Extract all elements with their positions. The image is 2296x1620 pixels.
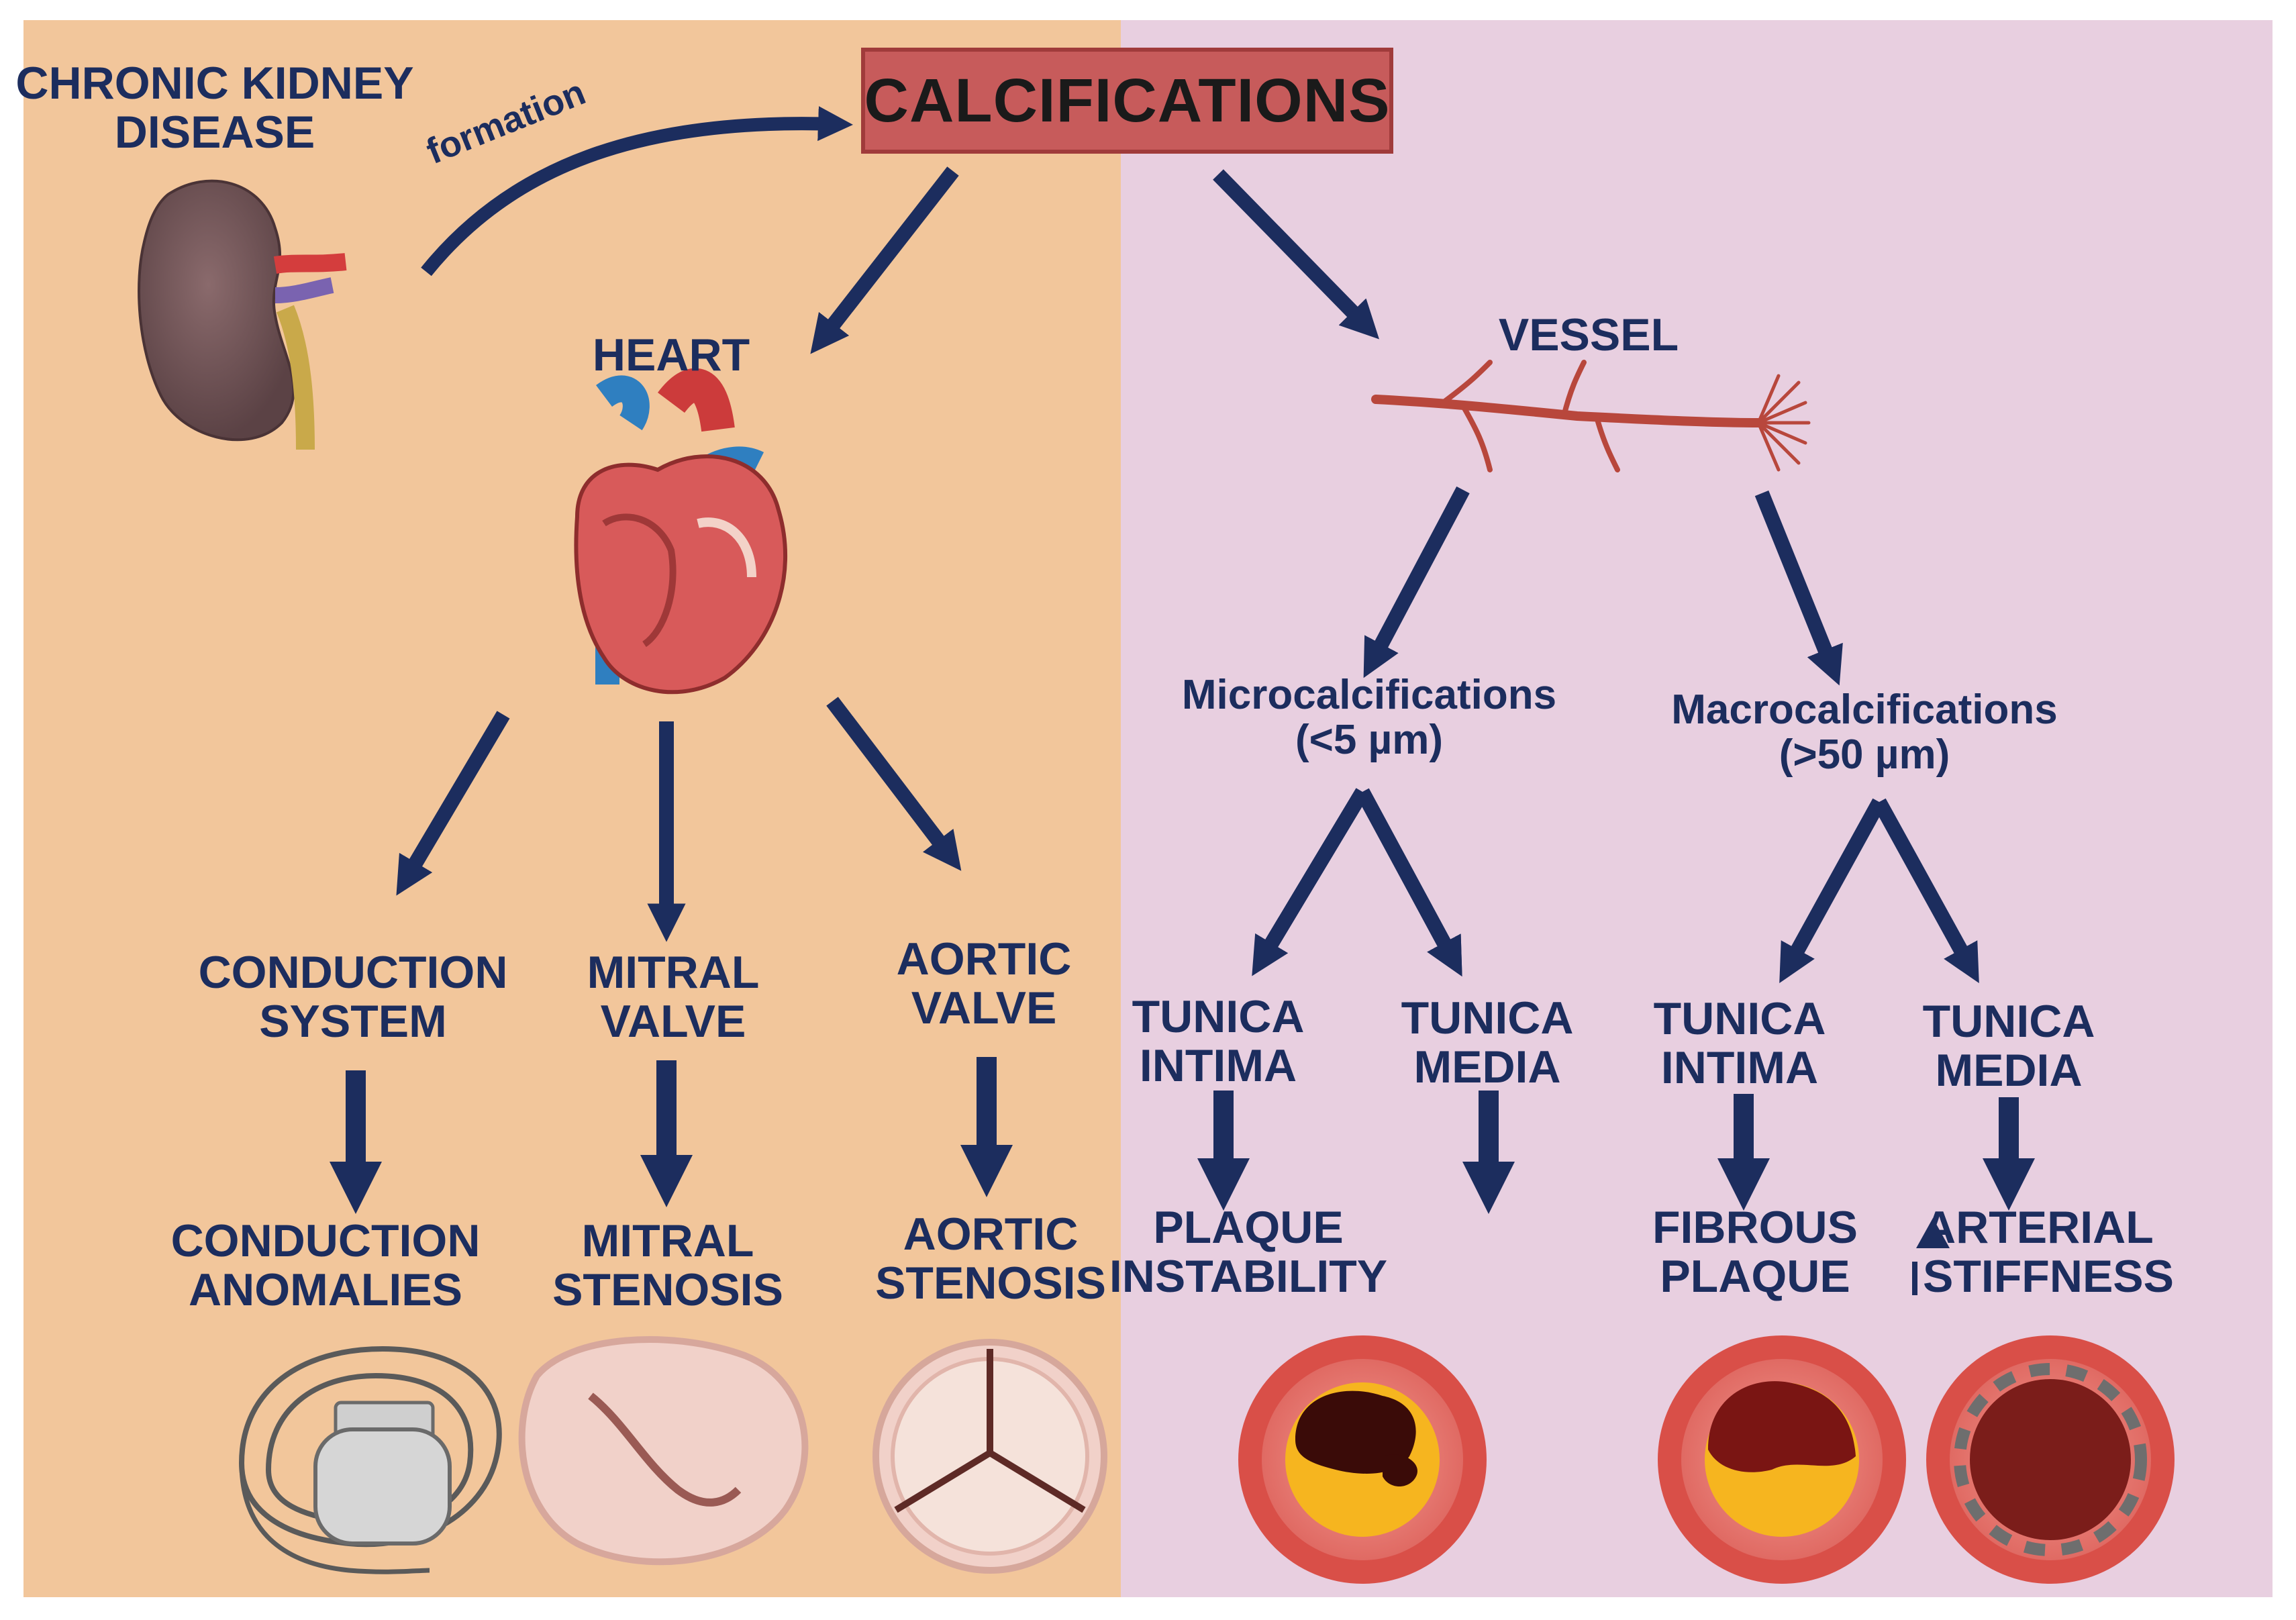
formation-arrow (421, 106, 853, 276)
label-mitral-valve: MITRAL VALVE (587, 947, 760, 1048)
arrow-vessel-micro (1363, 486, 1470, 678)
label-tunica-media-macro: TUNICA MEDIA (1922, 996, 2095, 1097)
label-tunica-media-micro: TUNICA MEDIA (1401, 993, 1574, 1093)
arrow-to-vessel (1213, 169, 1379, 340)
arrow-heart-conduction (396, 711, 510, 896)
vessel-cross-section-icon (1926, 1335, 2175, 1584)
label-conduction-anomalies: CONDUCTION ANOMALIES (170, 1215, 481, 1316)
mitral-valve-icon (518, 1336, 809, 1566)
label-conduction-system: CONDUCTION SYSTEM (198, 947, 508, 1048)
label-aortic-valve: AORTIC VALVE (896, 933, 1072, 1034)
label-arterial-stiffness: ARTERIAL STIFFNESS (1922, 1202, 2175, 1303)
label-vessel: VESSEL (1498, 309, 1679, 360)
arrow-micro-media (1356, 788, 1462, 977)
label-heart: HEART (592, 330, 750, 381)
vessel-cross-section-icon (1238, 1335, 1487, 1584)
label-aortic-stenosis: AORTIC STENOSIS (875, 1209, 1106, 1309)
arrow-vessel-macro (1754, 490, 1843, 686)
label-tunica-intima-macro: TUNICA INTIMA (1653, 993, 1826, 1094)
kidney-icon (138, 179, 347, 450)
label-mitral-stenosis: MITRAL STENOSIS (552, 1215, 783, 1316)
arrow-to-heart (810, 166, 959, 354)
arrow-macro-intima (1779, 798, 1886, 984)
arrow-macro-media (1873, 798, 1979, 984)
increase-bar-icon (1912, 1262, 1917, 1295)
label-macrocalcifications: Macrocalcifications (>50 µm) (1671, 687, 2058, 778)
right-panel (1121, 20, 2273, 1597)
increase-triangle-icon (1916, 1218, 1950, 1248)
label-plaque-instability: PLAQUE INSTABILITY (1109, 1202, 1388, 1303)
label-tunica-intima-micro: TUNICA INTIMA (1132, 991, 1305, 1092)
arrow-micro-intima (1252, 788, 1369, 976)
calcifications-title: CALCIFICATIONS (864, 66, 1391, 135)
label-ckd: CHRONIC KIDNEY DISEASE (15, 58, 414, 158)
aortic-valve-icon (872, 1339, 1107, 1574)
label-microcalcifications: Microcalcifications (<5 µm) (1181, 672, 1557, 763)
label-fibrous-plaque: FIBROUS PLAQUE (1652, 1202, 1858, 1303)
arrow-heart-aortic (826, 697, 962, 871)
pacemaker-icon (238, 1346, 502, 1574)
calcifications-title-box: CALCIFICATIONS (861, 48, 1393, 154)
vessel-cross-section-icon (1658, 1335, 1906, 1584)
heart-icon (574, 368, 788, 695)
vessel-icon (1371, 360, 1811, 472)
